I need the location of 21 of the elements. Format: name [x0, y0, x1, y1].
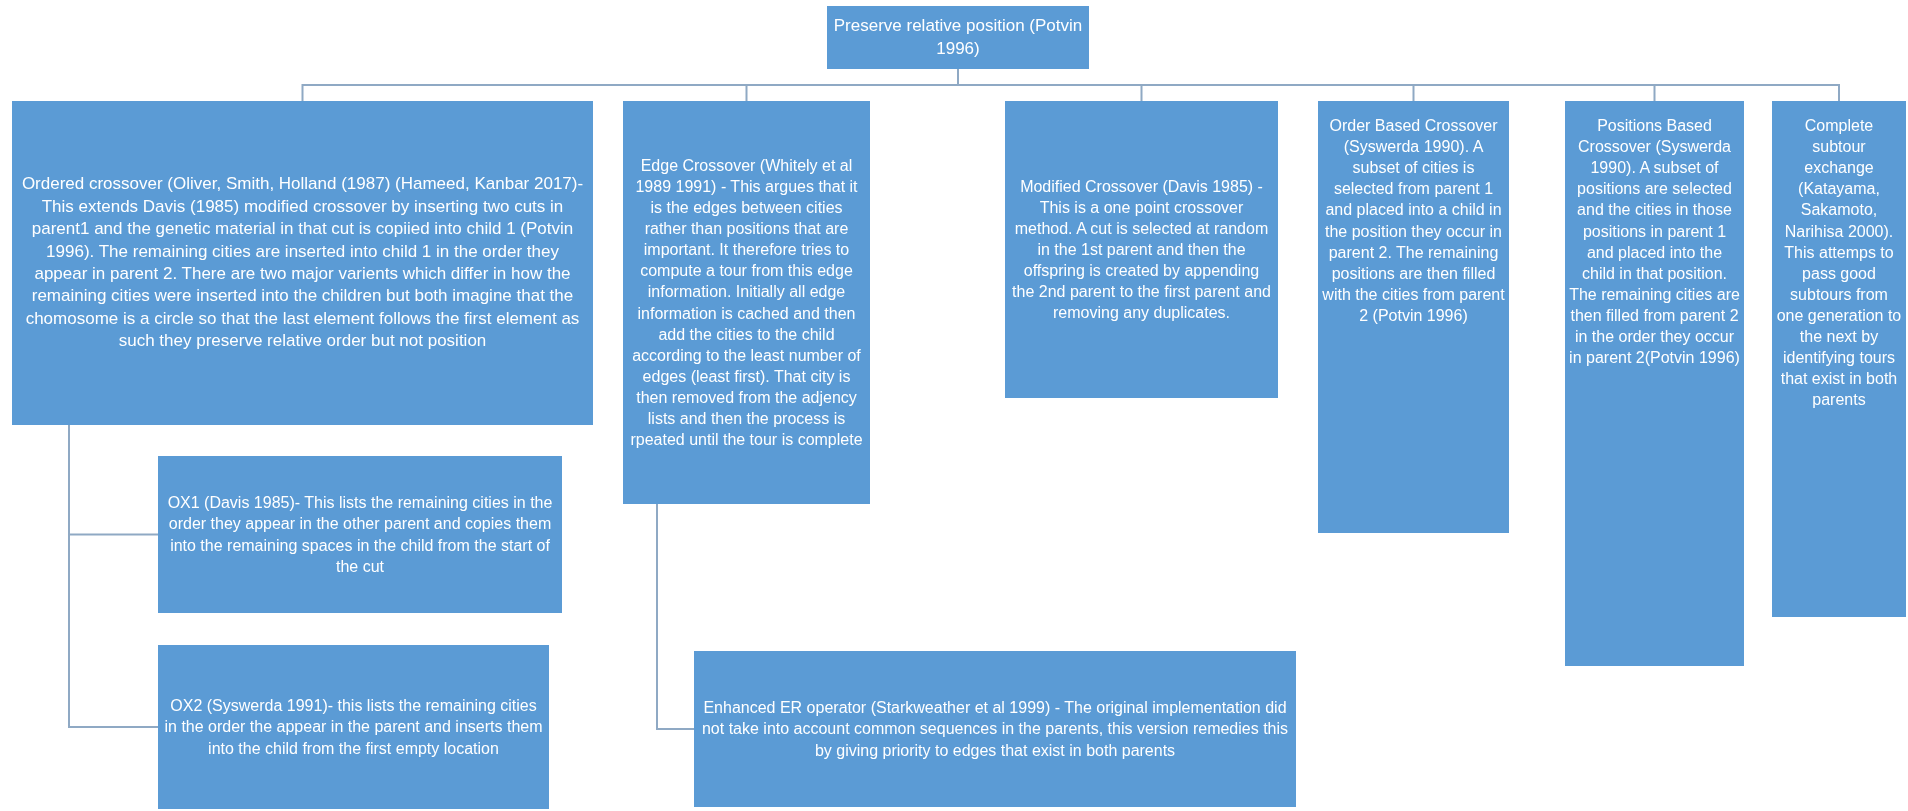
process-box [1772, 101, 1906, 617]
process-box [1005, 101, 1278, 398]
process-box [694, 651, 1296, 807]
box-text: OX1 (Davis 1985)- This lists the remaining cities in the order they appear in the other parent and copies them into the remaining spaces in the child from the start of the cut [166, 493, 554, 577]
box-text: OX2 (Syswerda 1991)- this lists the remaining cities in the order the appear in the parent and inserts them into the child from the first empty location [164, 696, 543, 759]
box-text: Edge Crossover (Whitely et al 1989 1991) - This argues that it is the edges between cities rather than positions that are important. It therefore tries to compute a tour from this edge information. Initially all edge information is cached and then add the cities to the child according to the least number of edges (least first). That city is then removed from the adjency lists and then the process is rpeated until the tour is complete [629, 155, 864, 451]
box-text: Modified Crossover (Davis 1985) -This is a one point crossover method. A cut is selected at random in the 1st parent and then the offspring is created by appending the 2nd parent to the first parent and removing any duplicates. [1011, 176, 1272, 324]
process-box [1565, 101, 1744, 666]
connector-line [656, 503, 695, 730]
process-box [158, 645, 549, 809]
process-box [12, 101, 593, 425]
box-text: Preserve relative position (Potvin 1996) [833, 15, 1083, 60]
process-box [158, 456, 562, 613]
box-text: Order Based Crossover (Syswerda 1990). A subset of cities is selected from parent 1 and placed into a child in the position they occur in parent 2. The remaining positions are then filled with the cities from parent 2 (Potvin 1996) [1322, 116, 1505, 326]
box-text: Ordered crossover (Oliver, Smith, Holland (1987) (Hameed, Kanbar 2017)- This extends Davis (1985) modified crossover by inserting two cuts in parent1 and the genetic material in that cut is copiied into child 1 (Potvin 1996). The remaining cities are inserted into child 1 in the order they appear in parent 2. There are two major varients which differ in how the remaining cities were inserted into the children but both imagine that the chomosome is a circle so that the last element follows the first element as such they preserve relative order but not position [20, 173, 585, 353]
process-box [1318, 101, 1509, 533]
box-text: Positions Based Crossover (Syswerda 1990). A subset of positions are selected and the cities in those positions in parent 1 and placed into the child in that position. The remaining cities are then filled from parent 2 in the order they occur in parent 2(Potvin 1996) [1569, 116, 1740, 369]
box-text: Complete subtour exchange (Katayama, Sakamoto, Narihisa 2000). This attemps to pass good subtours from one generation to the next by identifying tours that exist in both parents [1776, 116, 1902, 411]
process-box [827, 6, 1089, 69]
process-box [623, 101, 870, 504]
box-text: Enhanced ER operator (Starkweather et al 1999) - The original implementation did not take into account common sequences in the parents, this version remedies this by giving priority to edges that exist in both parents [700, 698, 1290, 761]
